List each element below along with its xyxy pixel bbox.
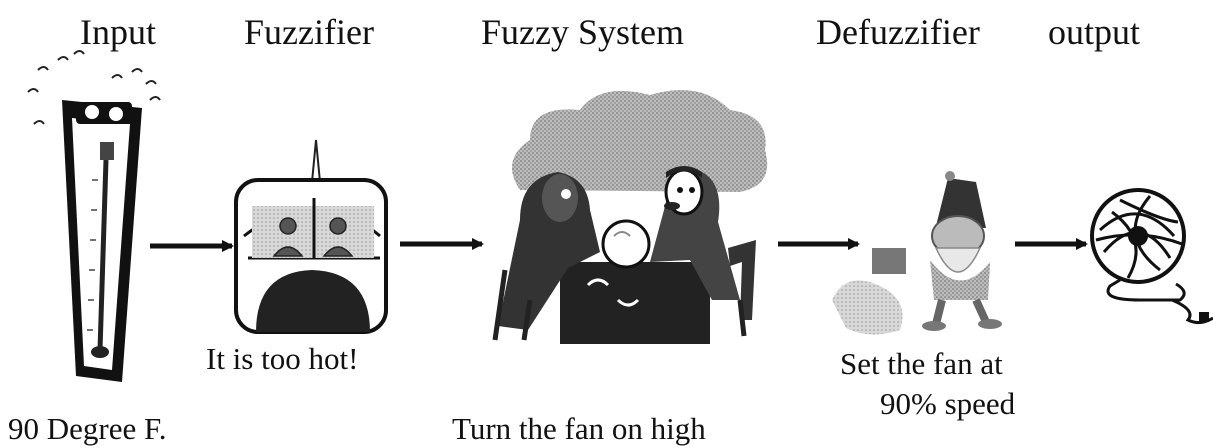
stage-label-fuzzifier: Fuzzifier: [244, 12, 374, 52]
fortune-tellers-icon: [492, 90, 768, 344]
caption-input-value: 90 Degree F.: [8, 411, 167, 446]
caption-defuzzifier-line1: Set the fan at: [840, 346, 1003, 381]
stage-label-fuzzy-system: Fuzzy System: [481, 12, 684, 52]
thermometer-icon: [27, 50, 161, 382]
caption-fuzzy-system-rule: Turn the fan on high: [452, 411, 706, 446]
caption-defuzzifier-line2: 90% speed: [880, 386, 1016, 421]
stage-label-defuzzifier: Defuzzifier: [816, 12, 980, 52]
stage-label-output: output: [1048, 12, 1141, 52]
fan-icon: [1090, 188, 1213, 325]
fuzzifier-pod-icon: [234, 139, 388, 334]
gnome-icon: [832, 171, 1002, 335]
caption-fuzzifier-statement: It is too hot!: [206, 341, 359, 376]
stage-label-input: Input: [80, 12, 156, 52]
